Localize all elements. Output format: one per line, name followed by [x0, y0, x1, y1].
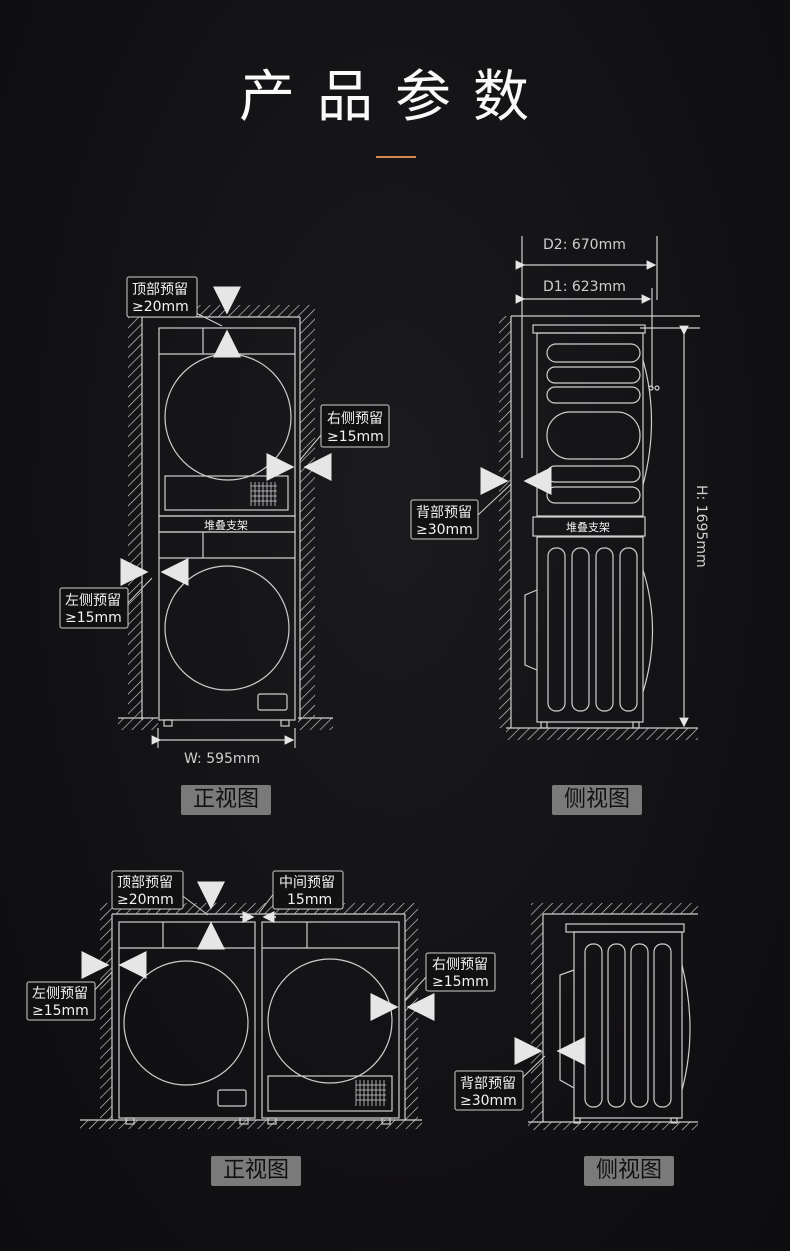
side-by-side-side-callouts — [454, 1070, 524, 1111]
back-clearance-name: 背部预留 — [416, 505, 472, 521]
stacked-side-view — [477, 236, 700, 740]
dryer-filter — [164, 475, 289, 511]
floor-right — [298, 718, 333, 730]
wall-left — [128, 317, 142, 717]
side-by-side-front-view — [80, 881, 435, 1129]
side-washer-body — [536, 536, 644, 723]
height-dimension: H: 1695mm — [693, 485, 709, 568]
sbs-left-clearance-name: 左侧预留 — [32, 986, 88, 1002]
bracket-label-side: 堆叠支架 — [566, 521, 610, 534]
sbs-washer-door — [123, 960, 249, 1086]
caption-sbs-side: 侧视图 — [584, 1156, 675, 1186]
sbs-back-clearance-value: ≥30mm — [460, 1093, 517, 1109]
sbs-top-clearance-name: 顶部预留 — [117, 875, 173, 891]
caption-stacked-side: 侧视图 — [552, 785, 643, 815]
floor-left — [118, 718, 158, 730]
back-clearance-value: ≥30mm — [416, 522, 473, 538]
washer-filter-cover — [257, 693, 288, 711]
caption-stacked-front: 正视图 — [181, 785, 272, 815]
sbs-right-clearance-name: 右侧预留 — [432, 957, 488, 973]
sbs-middle-clearance-name: 中间预留 — [279, 875, 335, 891]
side-stacking-bracket — [532, 516, 646, 537]
right-clearance-box — [320, 404, 390, 448]
sbs-side-washer-body — [573, 931, 683, 1119]
top-clearance-value: ≥20mm — [132, 299, 189, 315]
dryer-grille — [250, 482, 277, 506]
sbs-washer-body — [118, 921, 256, 1119]
dryer-door — [164, 353, 292, 481]
left-clearance-box — [59, 587, 129, 629]
wall-right — [300, 317, 315, 717]
left-clearance-value: ≥15mm — [65, 610, 122, 626]
bracket-label-front: 堆叠支架 — [204, 519, 248, 532]
title-underline — [376, 156, 416, 158]
right-clearance-value: ≥15mm — [327, 429, 384, 445]
sbs-left-clearance-value: ≥15mm — [32, 1003, 89, 1019]
width-dimension: W: 595mm — [184, 751, 260, 767]
right-clearance-name: 右侧预留 — [327, 411, 383, 427]
top-clearance-name: 顶部预留 — [132, 282, 188, 298]
washer-door — [164, 565, 290, 691]
caption-sbs-front: 正视图 — [211, 1156, 302, 1186]
sbs-top-clearance-value: ≥20mm — [117, 892, 174, 908]
sbs-back-clearance-name: 背部预留 — [460, 1076, 516, 1092]
sbs-dryer-body — [261, 921, 400, 1119]
sbs-dryer-door — [267, 958, 393, 1084]
floor — [506, 728, 698, 740]
d1-dimension: D1: 623mm — [543, 279, 626, 295]
back-clearance-box — [410, 499, 479, 540]
sbs-right-clearance-value: ≥15mm — [432, 974, 489, 990]
sbs-middle-clearance-value: 15mm — [287, 892, 332, 908]
washer-body — [158, 531, 296, 721]
side-by-side-front-callouts — [26, 870, 496, 1021]
d2-dimension: D2: 670mm — [543, 237, 626, 253]
stacked-side-callouts — [410, 499, 479, 540]
stacked-front-callouts — [59, 276, 390, 629]
left-clearance-name: 左侧预留 — [65, 593, 121, 609]
top-clearance-box — [126, 276, 198, 318]
side-by-side-side-view — [514, 903, 698, 1130]
page-title: 产品参数 — [239, 65, 551, 130]
side-dryer-top — [532, 324, 646, 334]
back-wall — [499, 316, 511, 728]
side-dryer-body — [536, 332, 644, 517]
